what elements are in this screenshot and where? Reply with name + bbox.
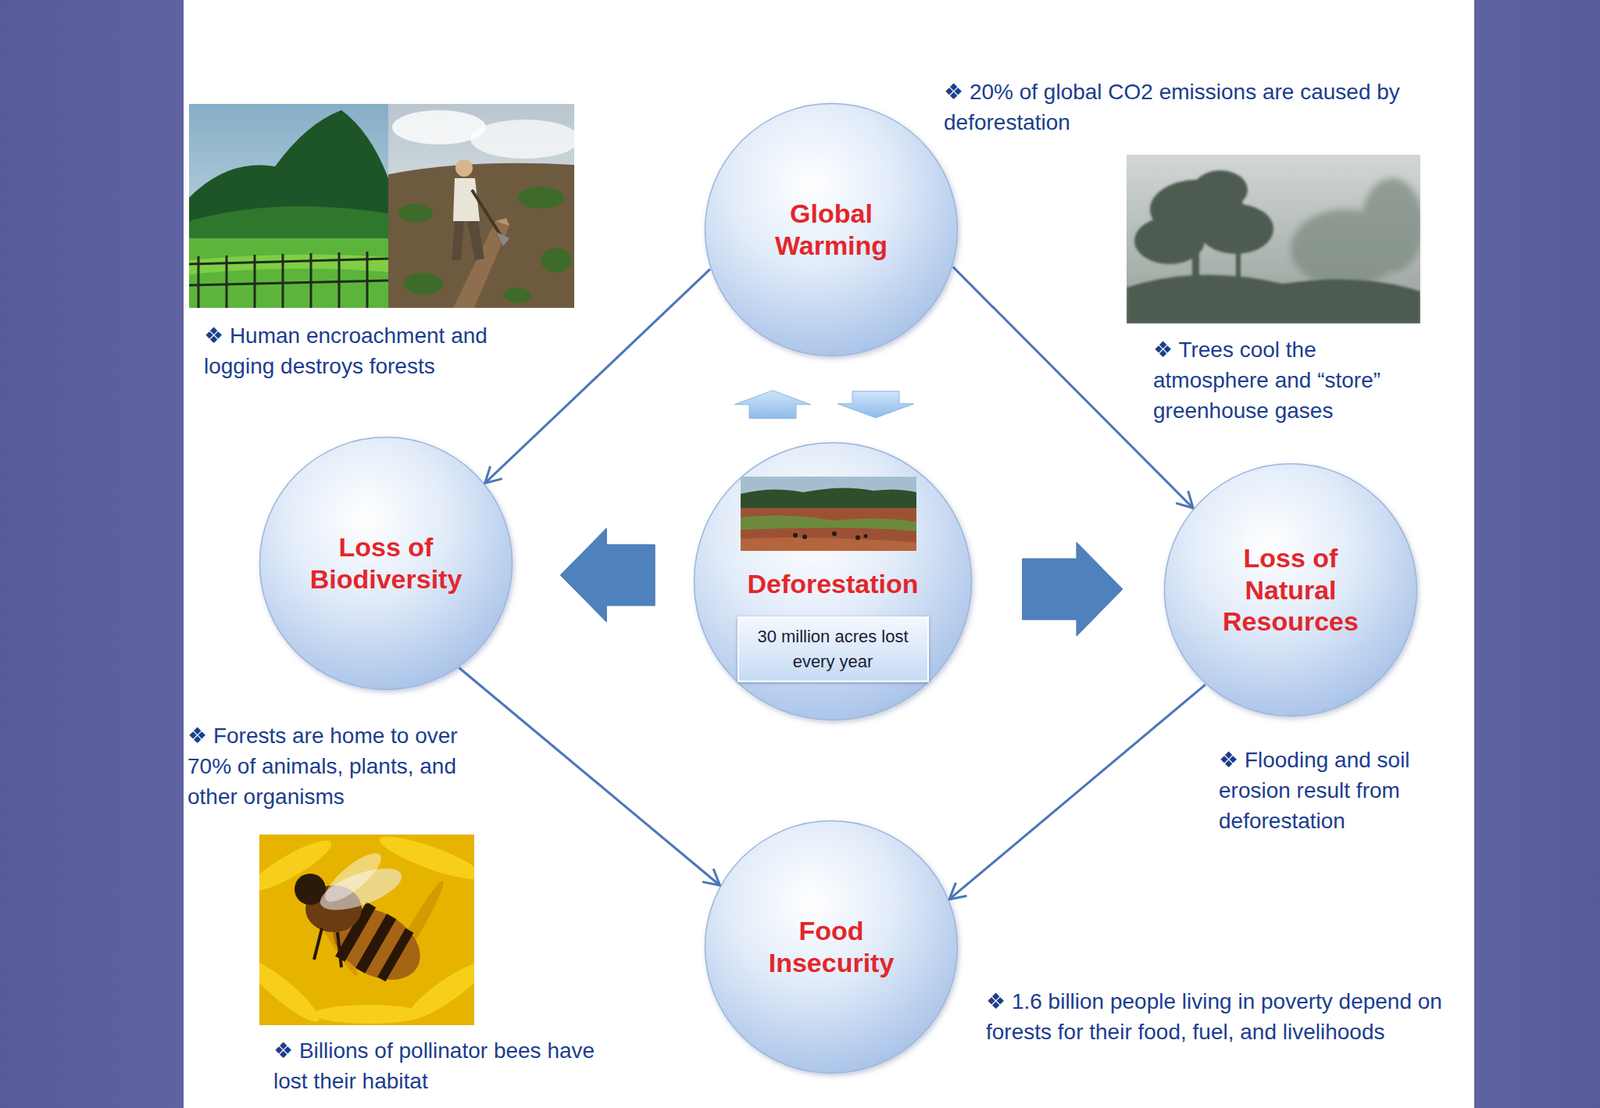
arrow-head xyxy=(702,868,720,886)
logging-photo-part xyxy=(403,272,444,295)
bee-photo-part xyxy=(314,928,342,968)
circle-outline xyxy=(260,437,513,690)
effect-circle: Loss of Natural Resources xyxy=(1163,462,1418,718)
circle-outline xyxy=(703,819,959,1075)
node-title: Loss of Biodiversity xyxy=(288,531,484,596)
logging-photo-part xyxy=(189,251,389,308)
arrow-shape xyxy=(560,528,655,622)
cleared-land-photo-part xyxy=(832,531,837,536)
cleared-land-photo-part xyxy=(740,487,917,511)
logging-photo-part xyxy=(197,256,200,308)
logging-photo-part xyxy=(455,159,473,177)
logging-photo-part xyxy=(310,253,313,308)
logging-photo-part xyxy=(451,159,510,261)
arrow-line xyxy=(949,684,1206,900)
callout-note: ❖ 20% of global CO2 emissions are caused… xyxy=(943,76,1444,138)
arrow-shape xyxy=(734,390,811,419)
bee-photo-part xyxy=(318,846,388,910)
misty-forest-photo xyxy=(1126,154,1421,324)
callout-note: ❖ 1.6 billion people living in poverty d… xyxy=(985,985,1455,1047)
logging-photo-part xyxy=(495,217,510,226)
cleared-land-photo-part xyxy=(740,537,917,551)
cleared-land-photo xyxy=(740,476,917,551)
logging-photo-part xyxy=(189,206,389,308)
circle-outline xyxy=(703,102,959,358)
callout-note: ❖ Forests are home to over 70% of animal… xyxy=(187,720,485,813)
cleared-land-photo-part xyxy=(792,531,868,540)
logging-photo-part xyxy=(253,254,257,308)
logging-photo xyxy=(189,103,575,308)
cleared-land-photo-part xyxy=(864,534,868,539)
bee-photo-part xyxy=(314,1004,424,1024)
logging-photo-part xyxy=(189,254,389,275)
circle-outline xyxy=(1164,464,1418,717)
stat-text: 30 million acres lost every year xyxy=(746,624,920,675)
logging-photo-part xyxy=(338,252,341,308)
logging-photo-part xyxy=(189,280,389,286)
circle-outline xyxy=(705,821,958,1074)
logging-photo-part xyxy=(470,119,575,159)
arrow-head xyxy=(1175,490,1193,508)
cleared-land-photo-part xyxy=(855,535,861,540)
callout-note: ❖ Billions of pollinator bees have lost … xyxy=(273,1035,618,1097)
arrow-line xyxy=(485,268,711,483)
logging-photo-part xyxy=(503,287,532,304)
feedback-arrow xyxy=(837,391,915,418)
node-title: Food Insecurity xyxy=(741,914,922,979)
logging-photo-part xyxy=(471,189,502,237)
logging-photo-part xyxy=(451,221,465,261)
callout-note: ❖ Flooding and soil erosion result from … xyxy=(1218,744,1465,837)
effect-circle: Global Warming xyxy=(703,102,959,358)
circle-outline xyxy=(258,435,514,691)
logging-photo-part xyxy=(467,221,485,261)
arrow-head xyxy=(949,882,967,900)
effect-circle: Food Insecurity xyxy=(703,819,959,1075)
arrow-shape xyxy=(837,391,915,418)
cleared-land-photo-part xyxy=(740,515,917,532)
stat-box: 30 million acres lost every year xyxy=(737,616,929,683)
node-title: Loss of Natural Resources xyxy=(1212,542,1369,638)
cause-circle: Deforestation 30 million acres lost every… xyxy=(692,441,973,722)
flow-arrow xyxy=(949,684,1206,900)
logging-photo-part xyxy=(189,110,389,308)
cleared-land-photo-part xyxy=(792,532,798,538)
logging-photo-part xyxy=(388,163,575,308)
logging-photo-part xyxy=(540,247,572,273)
bee-photo-part xyxy=(314,928,322,960)
misty-forest-photo-part xyxy=(1126,154,1421,324)
cleared-land-photo-part xyxy=(740,507,917,551)
arrow-shape xyxy=(1022,542,1123,636)
block-arrow xyxy=(1022,542,1123,636)
arrow-head xyxy=(485,466,503,484)
feedback-arrow xyxy=(734,390,811,419)
logging-photo-part xyxy=(398,203,433,223)
circle-outline xyxy=(705,103,958,357)
block-arrow xyxy=(560,528,655,622)
logging-photo-part xyxy=(189,103,389,308)
node-title: Deforestation xyxy=(746,567,918,600)
callout-note: ❖ Trees cool the atmosphere and “store” … xyxy=(1153,334,1419,427)
flow-arrow xyxy=(485,268,711,483)
cleared-land-photo-part xyxy=(802,534,808,540)
logging-photo-part xyxy=(282,253,285,308)
logging-photo-part xyxy=(189,258,389,265)
misty-forest-photo-part xyxy=(1126,154,1421,324)
logging-photo-part xyxy=(189,238,389,308)
bee-photo-part xyxy=(259,834,475,1025)
bee-photo-part xyxy=(377,928,414,982)
logging-photo-part xyxy=(453,178,480,222)
callout-note: ❖ Human encroachment and logging destroy… xyxy=(203,320,548,382)
bee-photo xyxy=(259,834,475,1025)
bee-photo-part xyxy=(337,932,342,968)
logging-photo-part xyxy=(225,255,229,308)
logging-photo-part xyxy=(366,251,369,308)
logging-photo-part xyxy=(517,186,565,209)
circle-outline xyxy=(694,442,972,721)
effect-circle: Loss of Biodiversity xyxy=(258,435,514,691)
logging-photo-part xyxy=(496,232,510,247)
arrow-line xyxy=(458,667,720,886)
node-title: Global Warming xyxy=(741,197,922,262)
flow-arrow xyxy=(458,667,720,886)
